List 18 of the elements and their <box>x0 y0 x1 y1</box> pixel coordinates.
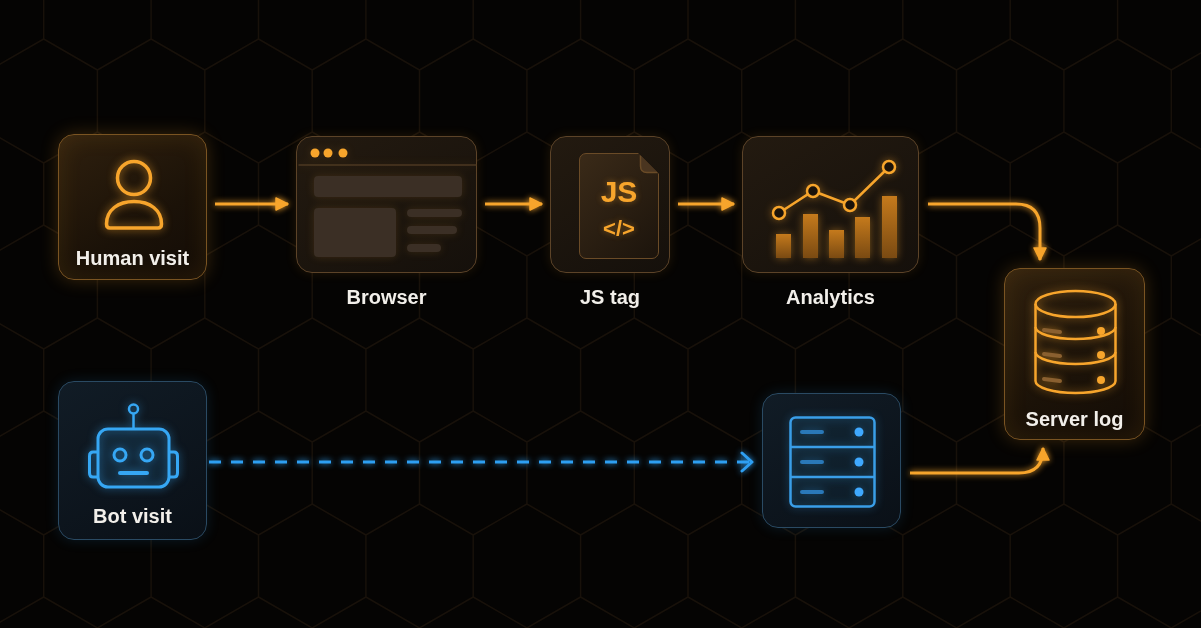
node-label: Bot visit <box>93 504 172 528</box>
database-tile <box>1004 268 1145 440</box>
arrow <box>678 197 735 211</box>
arrow <box>485 197 543 211</box>
person-tile <box>58 134 207 280</box>
node-caption: Analytics <box>786 285 875 309</box>
file-type-label: JS <box>600 175 638 209</box>
node-label: Server log <box>1025 407 1124 431</box>
node-caption: Browser <box>346 285 427 309</box>
arrow <box>215 197 289 211</box>
node-label: Human visit <box>75 246 190 270</box>
arrow <box>910 447 1050 475</box>
code-symbol: </> <box>603 216 635 242</box>
robot-tile <box>58 381 207 540</box>
arrow <box>928 202 1047 261</box>
server-tile <box>762 393 901 528</box>
node-caption: JS tag <box>580 285 640 309</box>
dashed-arrow <box>209 451 754 473</box>
